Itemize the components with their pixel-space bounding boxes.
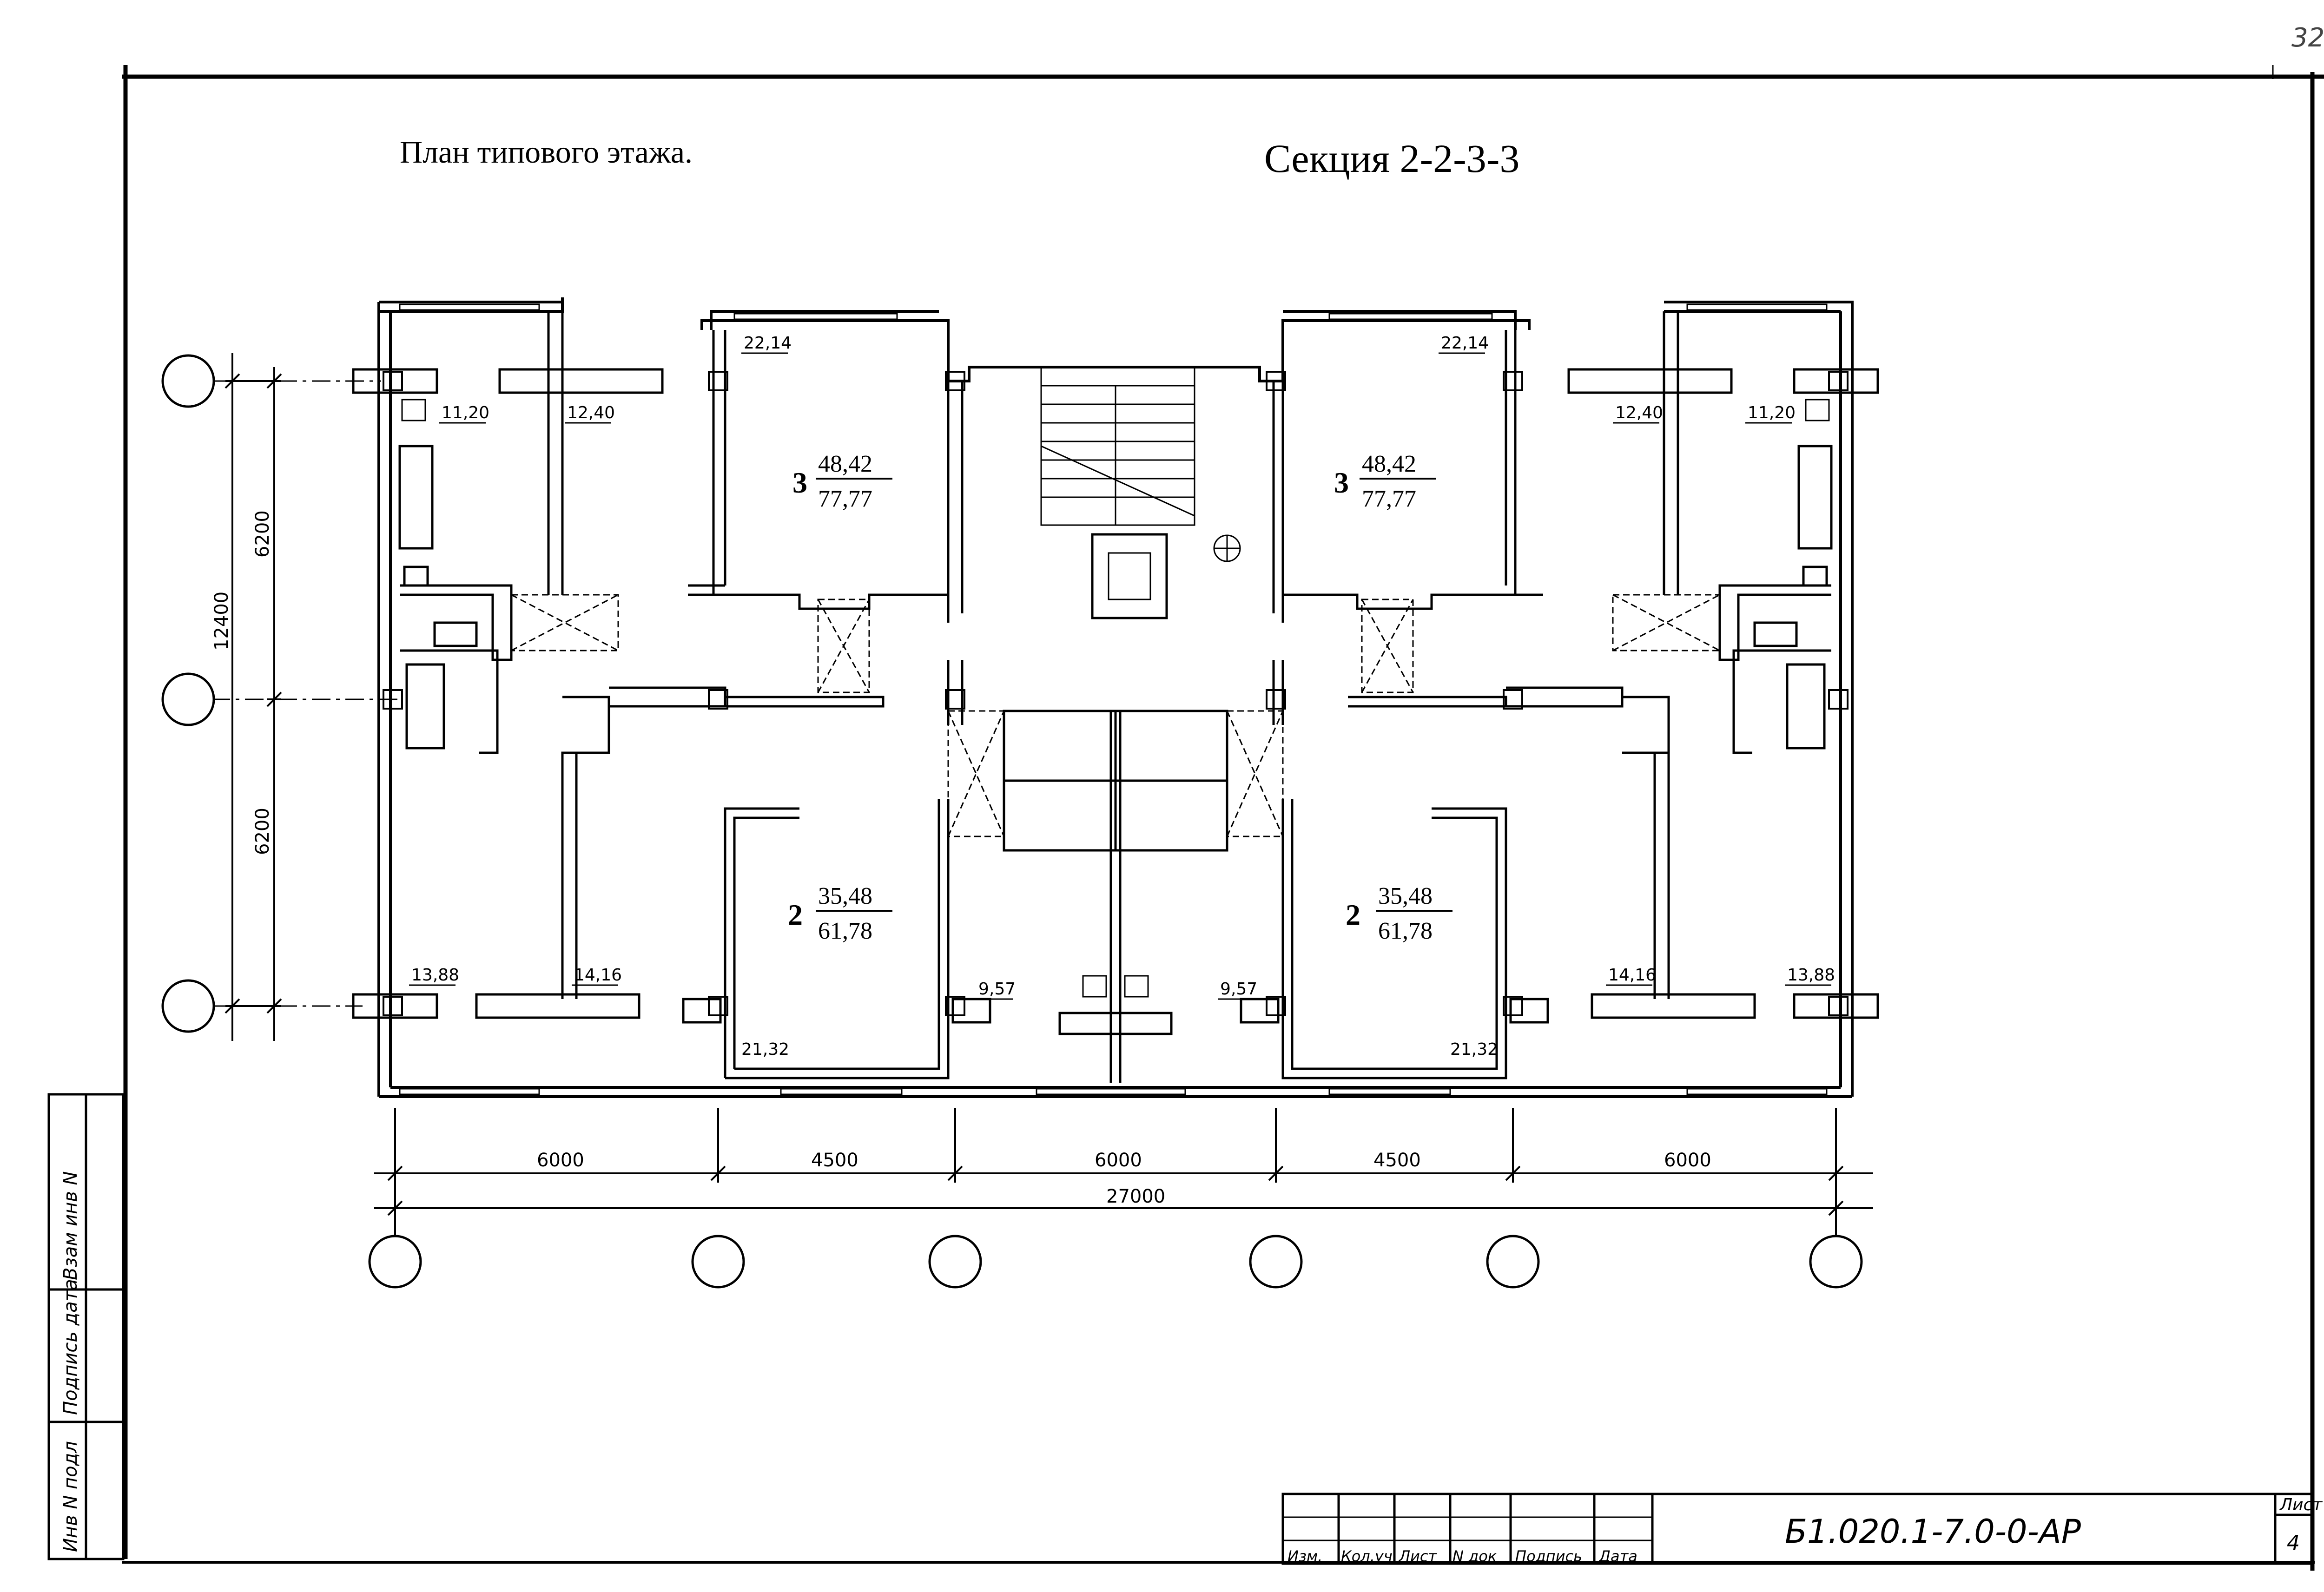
grid-axes [161, 354, 1863, 1289]
col-kol: Кол.уч [1341, 1547, 1393, 1565]
apartment-total-area: 61,78 [1378, 918, 1433, 944]
dim-horizontal-total: 27000 [1106, 1186, 1165, 1207]
corner-sheet-number: 32 [2291, 23, 2324, 53]
drawing-frame [122, 65, 2324, 1571]
balconies [352, 368, 1879, 1035]
plan-title: План типового этажа. [400, 134, 693, 170]
stoves [401, 399, 1830, 998]
room-area: 12,40 [1615, 403, 1663, 422]
sheet-label: Лист [2279, 1495, 2323, 1514]
outer-walls [377, 297, 1854, 1098]
apartment-rooms: 3 [1334, 466, 1349, 499]
dim-vertical-1: 6200 [252, 510, 273, 558]
dim-horizontal-5: 6000 [1664, 1150, 1711, 1171]
apartment-2-right: 2 35,48 61,78 [1346, 883, 1452, 944]
room-area: 11,20 [442, 403, 489, 422]
col-list: Лист [1399, 1547, 1437, 1565]
axis-bubble-col-6 [1809, 1235, 1863, 1289]
dim-vertical-2: 6200 [252, 808, 273, 855]
drawing-code: Б1.020.1-7.0-0-АР [1785, 1513, 2081, 1551]
apartment-living-area: 35,48 [1378, 883, 1433, 909]
axis-bubble-row-2 [161, 672, 215, 726]
staircase [1040, 366, 1195, 526]
horizontal-dimensions [374, 1108, 1873, 1236]
dim-horizontal-3: 6000 [1095, 1150, 1142, 1171]
side-stamp [47, 1093, 125, 1560]
apartment-rooms: 3 [792, 466, 807, 499]
elevator-shaft [1091, 533, 1168, 619]
room-area: 9,57 [1220, 980, 1257, 999]
sheet-number: 4 [2287, 1531, 2300, 1555]
stamp-vzam-inv: Взам инв N [60, 1171, 81, 1280]
stamp-inv-podl: Инв N подл [60, 1441, 81, 1552]
dim-horizontal-1: 6000 [537, 1150, 584, 1171]
apartment-labels: 3 48,42 77,77 3 48,42 77,77 2 35,48 61,7… [788, 451, 1452, 944]
apartment-3-left: 3 48,42 77,77 [792, 451, 892, 512]
room-area: 13,88 [1787, 966, 1835, 985]
windows [399, 303, 1828, 1095]
apartment-living-area: 35,48 [818, 883, 872, 909]
interior-walls [398, 311, 1833, 1083]
col-data: Дата [1598, 1547, 1637, 1565]
vertical-dimensions [224, 353, 282, 1041]
room-area: 13,88 [411, 966, 459, 985]
axis-bubble-col-5 [1486, 1235, 1540, 1289]
axis-bubble-col-2 [691, 1235, 745, 1289]
apartment-total-area: 77,77 [1362, 486, 1416, 512]
title-block-columns: Изм. Кол.уч Лист N док Подпись Дата [1287, 1547, 1637, 1565]
apartment-3-right: 3 48,42 77,77 [1334, 451, 1436, 512]
room-area: 21,32 [741, 1040, 789, 1059]
room-area: 12,40 [567, 403, 615, 422]
dim-horizontal-4: 4500 [1373, 1150, 1421, 1171]
apartment-living-area: 48,42 [1362, 451, 1416, 477]
room-area-labels: 11,20 12,40 22,14 22,14 12,40 11,20 13,8… [409, 334, 1835, 1059]
apartment-rooms: 2 [1346, 898, 1360, 931]
apartment-total-area: 77,77 [818, 486, 872, 512]
column-marks [383, 371, 1849, 1016]
apartment-living-area: 48,42 [818, 451, 872, 477]
room-area: 21,32 [1450, 1040, 1498, 1059]
apartment-total-area: 61,78 [818, 918, 872, 944]
axis-bubble-col-4 [1249, 1235, 1303, 1289]
section-title: Секция 2-2-3-3 [1264, 136, 1519, 181]
col-ndok: N док [1452, 1547, 1497, 1565]
axis-bubble-row-3 [161, 979, 215, 1033]
axis-bubble-col-1 [368, 1235, 422, 1289]
col-izm: Изм. [1287, 1547, 1322, 1565]
axis-bubble-row-1 [161, 354, 215, 408]
col-podpis: Подпись [1515, 1547, 1582, 1565]
stamp-signature-date: Подпись дата [60, 1279, 81, 1415]
room-area: 14,16 [574, 966, 622, 985]
garbage-chute [1213, 534, 1241, 562]
dim-horizontal-2: 4500 [811, 1150, 858, 1171]
room-area: 14,16 [1608, 966, 1656, 985]
building-plan [352, 297, 1879, 1098]
room-area: 22,14 [1441, 334, 1489, 353]
room-area: 22,14 [744, 334, 792, 353]
room-area: 9,57 [978, 980, 1016, 999]
axis-bubble-col-3 [928, 1235, 982, 1289]
vent-shafts [510, 594, 1721, 837]
title-block [1281, 1493, 2314, 1565]
apartment-rooms: 2 [788, 898, 803, 931]
apartment-2-left: 2 35,48 61,78 [788, 883, 892, 944]
room-area: 11,20 [1748, 403, 1796, 422]
dim-vertical-total: 12400 [211, 592, 232, 651]
